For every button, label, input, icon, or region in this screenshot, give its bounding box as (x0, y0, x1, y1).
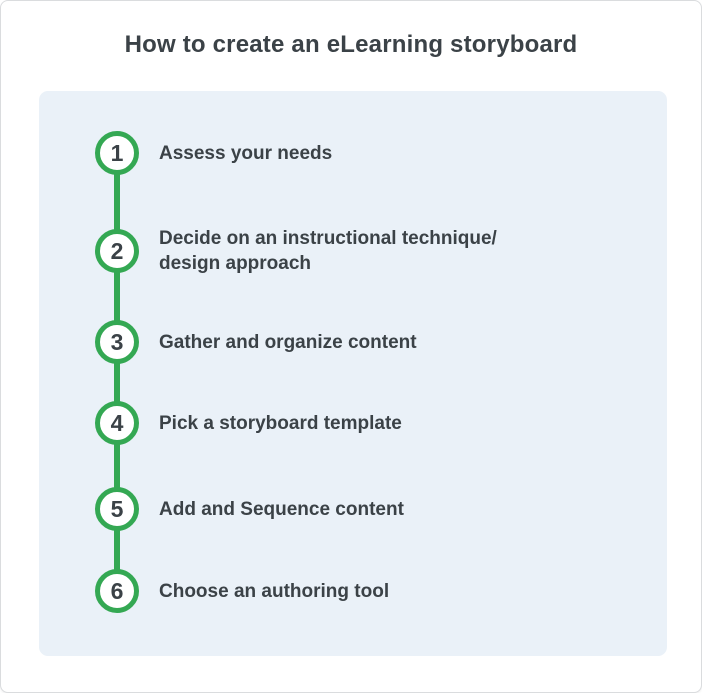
step-item-2: 2 Decide on an instructional technique/ … (95, 226, 497, 276)
step-4-label: Pick a storyboard template (159, 412, 402, 434)
step-1-number-badge: 1 (95, 131, 139, 175)
step-item-3: 3 Gather and organize content (95, 320, 417, 364)
step-3-number-badge: 3 (95, 320, 139, 364)
step-2-label: Decide on an instructional technique/ de… (159, 228, 497, 274)
step-3-number: 3 (110, 328, 124, 355)
step-2-number: 2 (110, 237, 124, 264)
step-6-number: 6 (110, 577, 124, 604)
step-1-number: 1 (110, 139, 124, 166)
step-2-number-badge: 2 (95, 229, 139, 273)
step-5-number-badge: 5 (95, 487, 139, 531)
step-4-number-badge: 4 (95, 401, 139, 445)
step-3-label: Gather and organize content (159, 331, 417, 353)
step-item-1: 1 Assess your needs (95, 131, 332, 175)
step-item-6: 6 Choose an authoring tool (95, 569, 389, 613)
page-title: How to create an eLearning storyboard (124, 31, 578, 58)
step-5-number: 5 (110, 495, 124, 522)
step-6-number-badge: 6 (95, 569, 139, 613)
steps-panel: 1 Assess your needs 2 Decide on an instr… (39, 91, 667, 656)
step-4-number: 4 (110, 409, 124, 436)
step-item-4: 4 Pick a storyboard template (95, 401, 402, 445)
step-item-5: 5 Add and Sequence content (95, 487, 404, 531)
timeline-connector (114, 153, 120, 591)
step-5-label: Add and Sequence content (159, 498, 404, 520)
step-1-label: Assess your needs (159, 142, 333, 164)
step-6-label: Choose an authoring tool (159, 580, 390, 602)
